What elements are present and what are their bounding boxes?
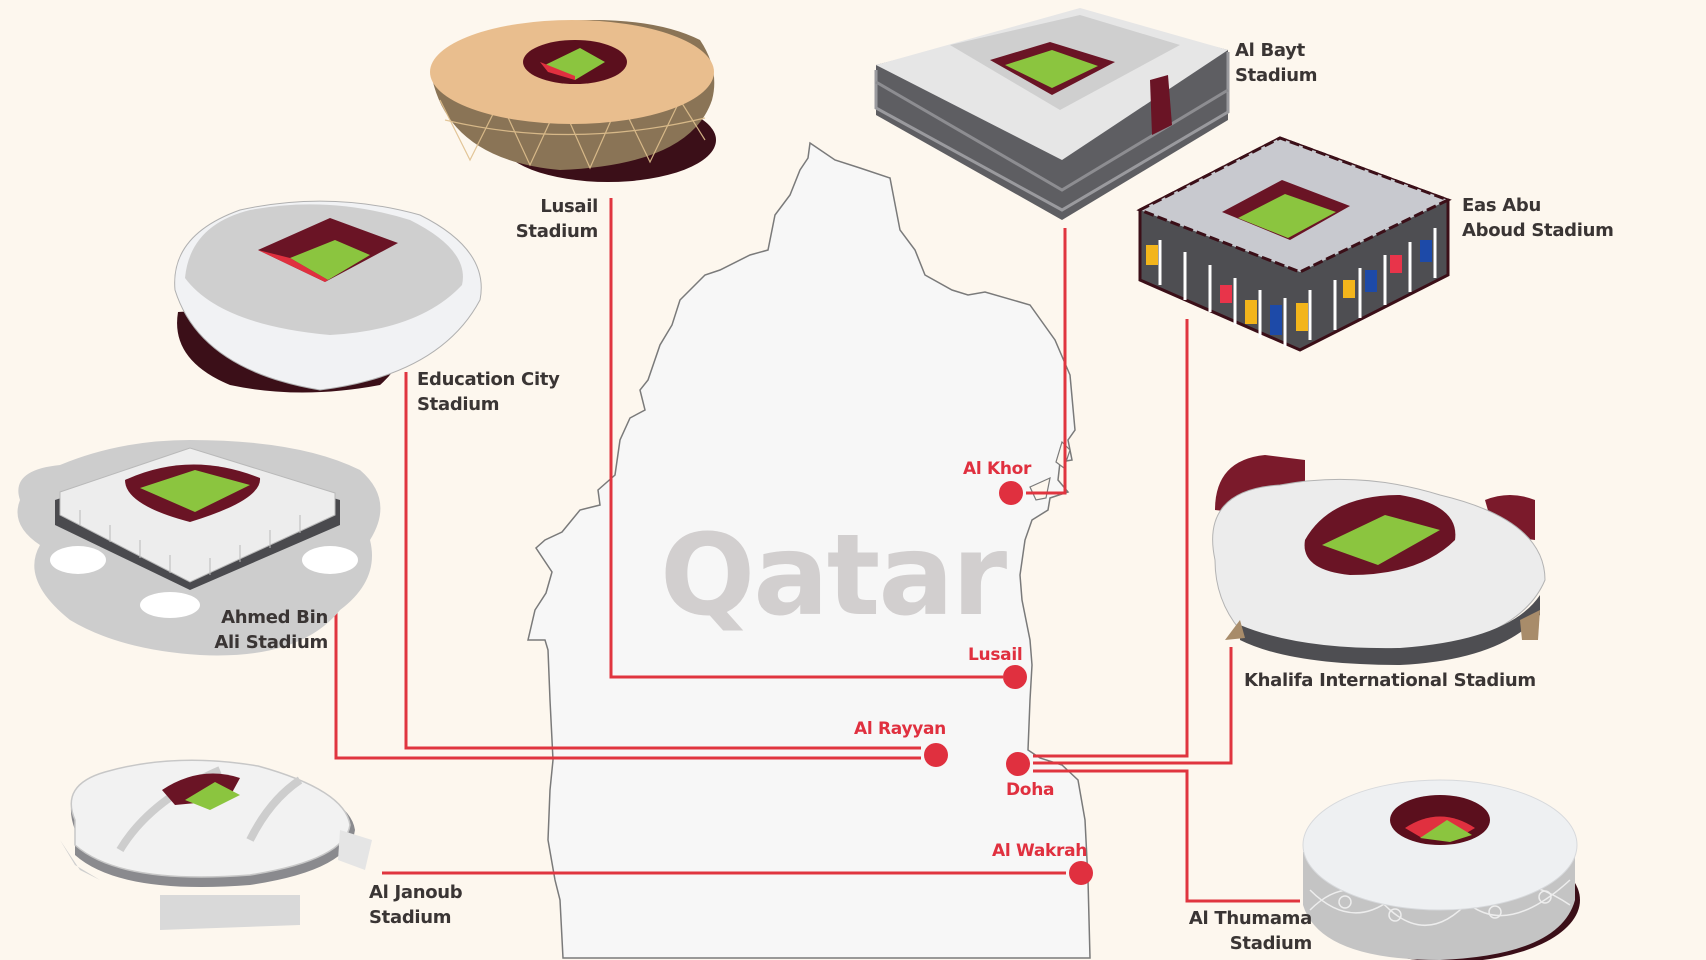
stadium-name-line1: Ahmed Bin: [221, 607, 328, 628]
connector-khalifa: [1033, 647, 1233, 765]
stadium-name-line2: Stadium: [417, 394, 500, 415]
stadium-name-line2: Stadium: [515, 221, 599, 242]
city-label-al-wakrah: Al Wakrah: [992, 841, 1088, 861]
ahmed-bin-ali-stadium-illustration[interactable]: [17, 440, 381, 656]
stadium-label-khalifa-international: Khalifa International Stadium: [1244, 668, 1536, 693]
connector-al-bayt: [1026, 228, 1067, 495]
connector-ras-abu-aboud: [1033, 319, 1189, 758]
stadium-label-education-city: Education City Stadium: [417, 367, 560, 417]
connector-education-city: [404, 372, 921, 750]
city-dot-lusail[interactable]: [1003, 665, 1027, 689]
city-dot-doha[interactable]: [1006, 752, 1030, 776]
stadium-name-line2: Stadium: [1229, 933, 1313, 954]
city-dot-al-wakrah[interactable]: [1069, 861, 1093, 885]
connector-ahmed-bin-ali: [334, 608, 921, 760]
stadium-label-ahmed-bin-ali: Ahmed Bin Ali Stadium: [190, 605, 328, 655]
stadium-label-lusail: Lusail Stadium: [478, 194, 599, 244]
education-city-stadium-illustration[interactable]: [174, 200, 482, 393]
city-label-lusail: Lusail: [968, 645, 1023, 665]
stadium-name-line1: Al Janoub: [369, 882, 463, 903]
stadium-name-line1: Eas Abu: [1462, 195, 1541, 216]
city-label-al-khor: Al Khor: [963, 459, 1032, 479]
stadium-label-ras-abu-aboud: Eas Abu Aboud Stadium: [1462, 193, 1614, 243]
stadium-name-line1: Al Bayt: [1235, 40, 1305, 61]
connector-lines: [334, 198, 1300, 903]
stadium-name-line2: Ali Stadium: [214, 632, 328, 653]
qatar-land-outline: [527, 141, 1091, 959]
stadium-label-al-janoub: Al Janoub Stadium: [369, 880, 463, 930]
stadium-name-line2: Aboud Stadium: [1462, 220, 1614, 241]
connector-al-thumama: [1033, 769, 1300, 903]
city-dot-al-rayyan[interactable]: [924, 743, 948, 767]
stadium-name-line1: Education City: [417, 369, 560, 390]
al-thumama-stadium-illustration[interactable]: [1302, 779, 1580, 960]
city-label-al-rayyan: Al Rayyan: [854, 719, 946, 739]
stadium-name-line1: Khalifa International Stadium: [1244, 670, 1536, 691]
stadium-label-al-thumama: Al Thumama Stadium: [1160, 906, 1312, 956]
stadium-name-line1: Lusail: [540, 196, 598, 217]
ras-abu-aboud-stadium-illustration[interactable]: [1136, 136, 1452, 352]
city-label-doha: Doha: [1006, 780, 1055, 800]
khalifa-international-stadium-illustration[interactable]: [1212, 455, 1546, 665]
stadium-label-al-bayt: Al Bayt Stadium: [1235, 38, 1318, 88]
lusail-stadium-illustration[interactable]: [430, 20, 716, 182]
al-bayt-stadium-illustration[interactable]: [874, 8, 1230, 220]
connector-lusail: [609, 198, 1003, 679]
city-dot-al-khor[interactable]: [999, 481, 1023, 505]
stadium-name-line1: Al Thumama: [1188, 908, 1312, 929]
al-janoub-stadium-illustration[interactable]: [60, 759, 372, 930]
map-title-qatar: Qatar: [660, 511, 1007, 641]
stadium-name-line2: Stadium: [369, 907, 452, 928]
stadium-name-line2: Stadium: [1235, 65, 1318, 86]
